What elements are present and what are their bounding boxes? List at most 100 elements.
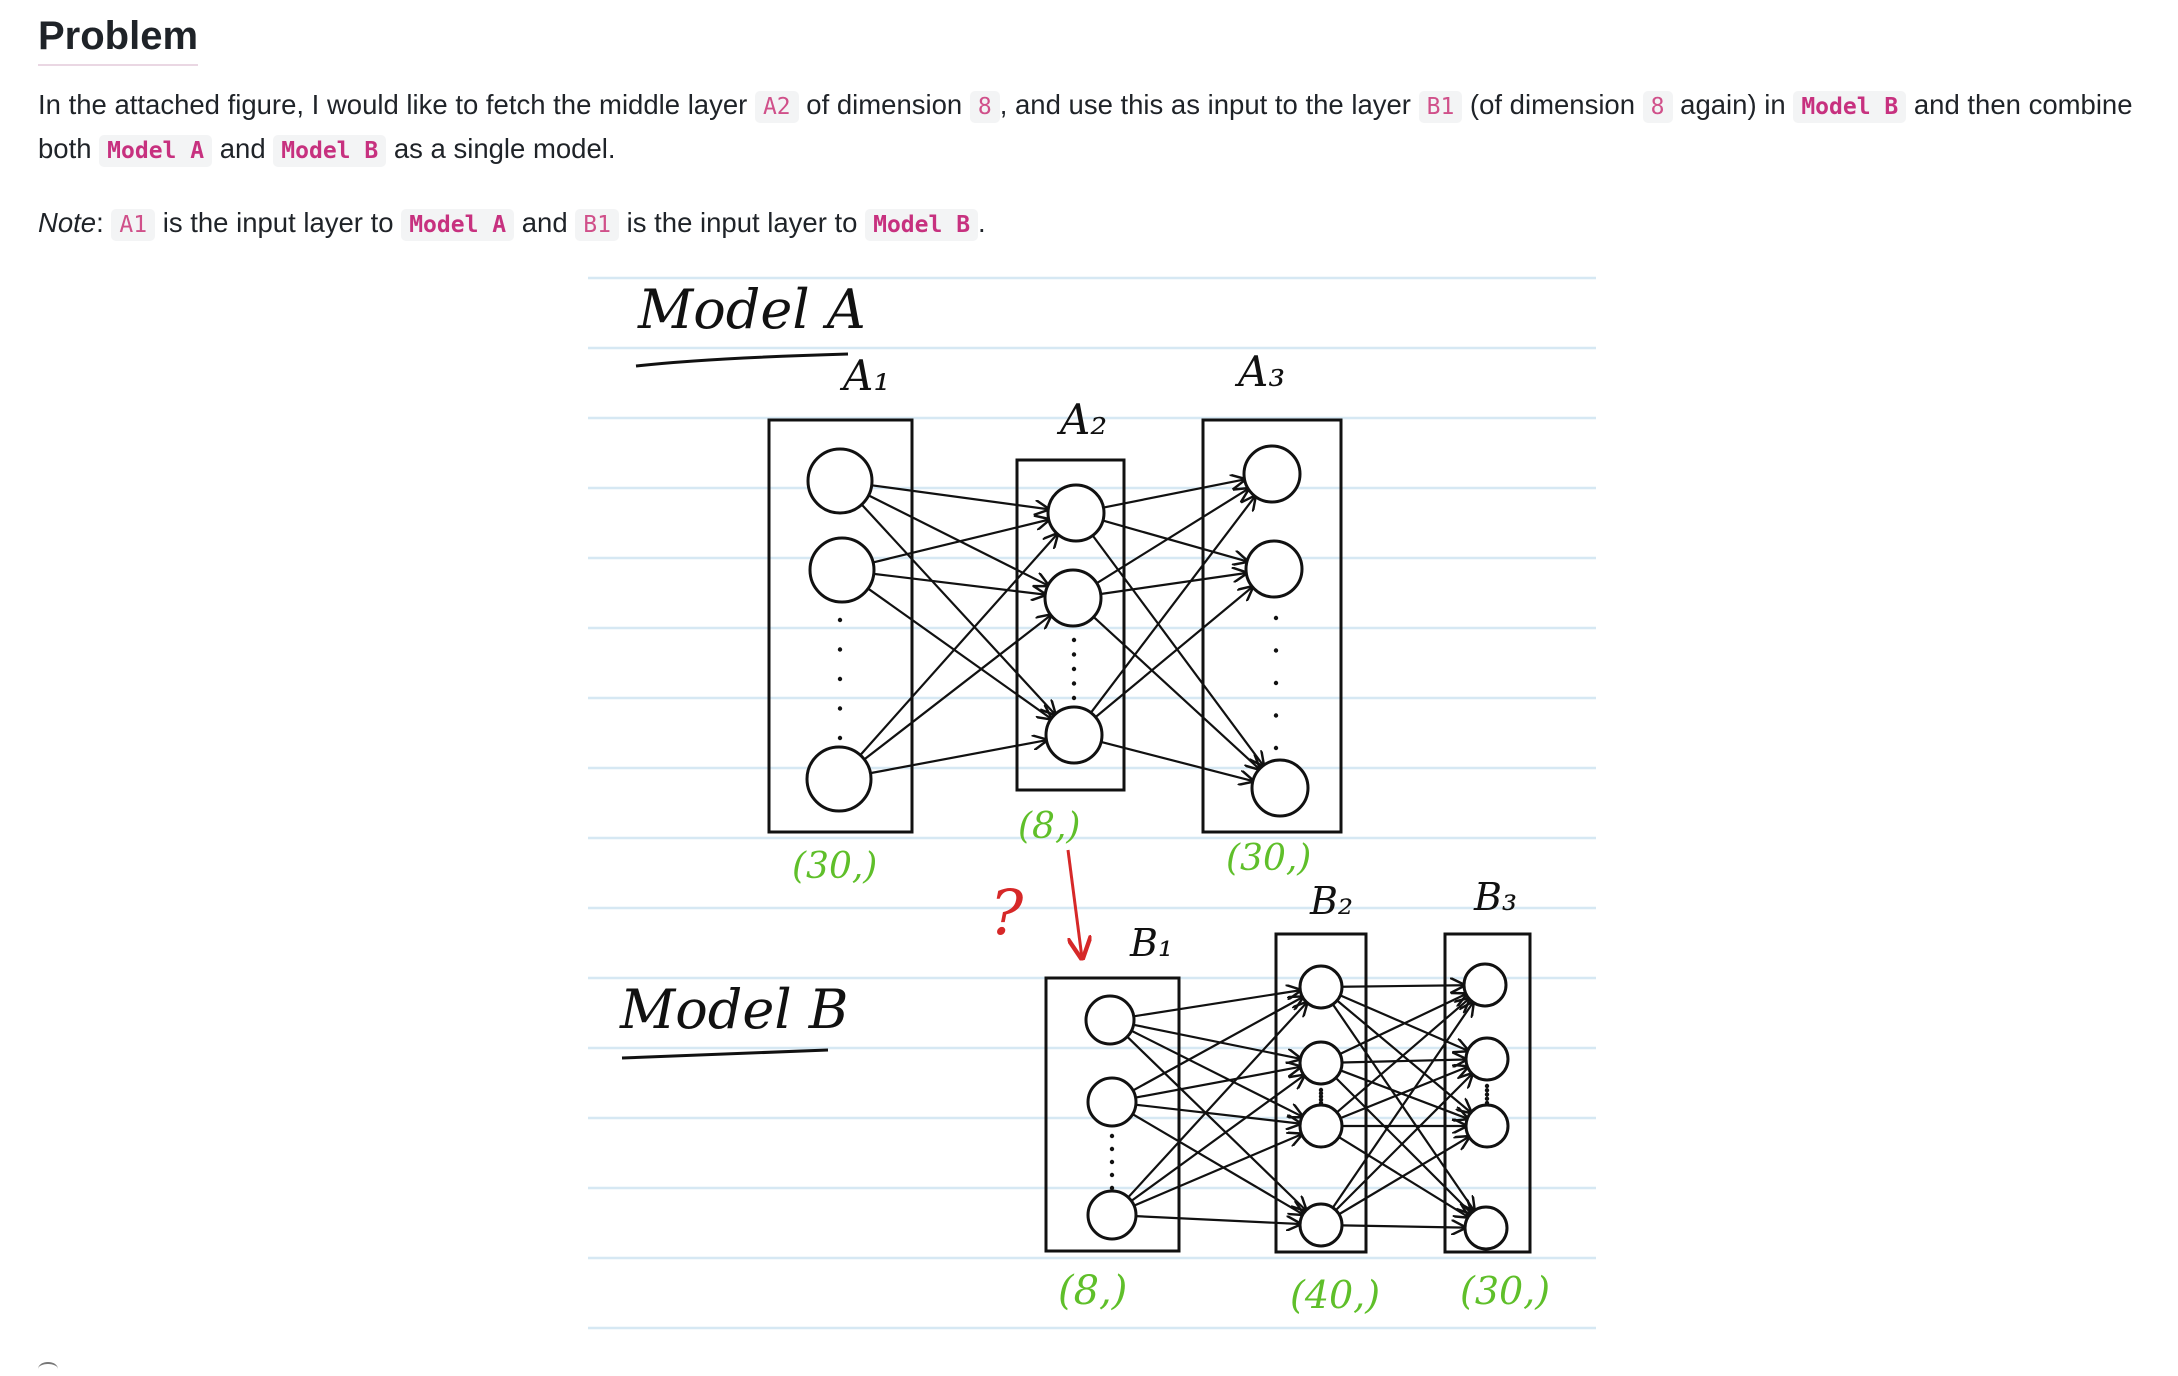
connection-line	[1103, 479, 1244, 509]
connection-line	[1100, 740, 1253, 781]
b1-neuron	[1086, 1076, 1138, 1128]
ellipsis-dot	[1484, 1096, 1490, 1101]
connection-line	[1094, 587, 1253, 718]
a2-label: A₂	[1056, 395, 1107, 444]
b1-neuron	[1084, 994, 1136, 1046]
problem-paragraph: In the attached figure, I would like to …	[38, 84, 2138, 172]
page-title: Problem	[38, 8, 199, 66]
code-a1: A1	[111, 209, 156, 241]
code-model-b: Model B	[865, 209, 979, 241]
code-dim-8-again: 8	[1642, 91, 1673, 123]
connection-line	[870, 740, 1046, 775]
code-dim-8: 8	[969, 91, 1000, 123]
ellipsis-dot	[1273, 615, 1279, 621]
connection-line	[873, 572, 1045, 595]
connection-line	[871, 484, 1049, 509]
a1-neuron	[806, 447, 874, 515]
connections	[859, 479, 1474, 1227]
ellipsis-dot	[1318, 1097, 1324, 1102]
connection-line	[872, 520, 1049, 564]
connection-line	[1336, 999, 1471, 1112]
connection-line	[1091, 534, 1264, 765]
b2-neuron	[1298, 1103, 1344, 1149]
ellipsis-dot	[1109, 1146, 1115, 1152]
connection-line	[1132, 997, 1303, 1092]
a2-dim-label: (8,)	[1018, 806, 1080, 847]
code-b1: B1	[575, 209, 619, 241]
a3-layer-box	[1201, 418, 1343, 834]
ellipsis-dot	[1318, 1100, 1324, 1106]
b3-dim-label: (30,)	[1460, 1269, 1550, 1313]
ellipsis-dot	[1318, 1094, 1324, 1099]
code-model-a: Model A	[401, 209, 515, 241]
ellipsis-dot	[1109, 1172, 1115, 1178]
ellipsis-dot	[1071, 637, 1077, 643]
connection-line	[1133, 1134, 1302, 1207]
note-paragraph: Note: A1 is the input layer to Model A a…	[38, 202, 2138, 246]
connection-line	[863, 615, 1051, 761]
ellipsis-dot	[1109, 1133, 1115, 1139]
model-b-underline	[621, 1048, 829, 1060]
ellipsis-dot	[1273, 713, 1279, 718]
neurons	[805, 444, 1510, 1251]
ellipsis-dot	[1071, 681, 1077, 686]
connection-line	[1127, 1002, 1307, 1199]
b3-neuron	[1463, 1205, 1509, 1251]
b1-dim-label: (8,)	[1058, 1268, 1127, 1314]
connection-line	[1335, 1074, 1472, 1211]
a3-neuron	[1250, 758, 1310, 818]
code-model-a: Model A	[99, 135, 213, 167]
note-label: Note	[38, 207, 97, 238]
a2-neuron	[1043, 568, 1103, 628]
b3-neuron	[1464, 1103, 1510, 1149]
b3-label: B₃	[1473, 875, 1517, 919]
a3-neuron	[1242, 444, 1302, 504]
b2-dim-label: (40,)	[1290, 1273, 1380, 1317]
connection-line	[1340, 1069, 1468, 1118]
ellipsis-dot	[837, 647, 843, 652]
b2-neuron	[1298, 964, 1344, 1010]
text: In the attached figure, I would like to …	[38, 89, 755, 120]
a1-dim-label: (30,)	[792, 846, 877, 887]
network-diagram: Model A Model B A₁ A₂ A₃ B₁ B₂ B₃ (30,) …	[588, 276, 1596, 1330]
connection-line	[859, 534, 1057, 756]
text: again) in	[1672, 89, 1794, 120]
a1-neuron	[808, 536, 876, 604]
ellipsis-dot	[1109, 1185, 1115, 1191]
text: :	[96, 207, 112, 238]
a1-neuron	[805, 745, 873, 813]
a3-label: A₃	[1234, 347, 1285, 396]
connection-line	[1133, 1023, 1301, 1059]
b3-neuron	[1462, 962, 1508, 1008]
connection-line	[1338, 1137, 1469, 1216]
connection-line	[1090, 496, 1255, 714]
b2-layer-box	[1274, 932, 1368, 1254]
ellipsis-dot	[1071, 652, 1077, 657]
text: and then combine both	[38, 89, 2133, 164]
text: .	[978, 207, 986, 238]
connection-line	[1336, 999, 1469, 1114]
connection-line	[1135, 1067, 1301, 1099]
text: (of dimension	[1462, 89, 1643, 120]
b1-layer-box	[1044, 976, 1181, 1253]
a2-layer-box	[1015, 458, 1126, 792]
cut-off-text	[38, 1362, 58, 1376]
ellipsis-dot	[1484, 1100, 1490, 1106]
connection-line	[1339, 994, 1466, 1055]
model-b-title: Model B	[619, 978, 848, 1041]
ellipsis-dot	[1484, 1083, 1490, 1089]
code-model-b-2: Model B	[273, 135, 387, 167]
a1-label: A₁	[839, 351, 890, 400]
connection-line	[868, 494, 1048, 585]
connection-line	[1341, 1060, 1466, 1063]
ellipsis-dot	[1071, 695, 1077, 701]
ellipsis-dot	[1071, 666, 1077, 672]
code-a2: A2	[754, 91, 799, 123]
b1-label: B₁	[1129, 921, 1173, 965]
connection-line	[1135, 1103, 1300, 1124]
ellipsis-dot	[837, 735, 843, 741]
text: is the input layer to	[155, 207, 402, 238]
ellipsis-dot	[1318, 1091, 1324, 1096]
text: , and use this as input to the layer	[999, 89, 1419, 120]
connection-line	[1096, 489, 1248, 585]
